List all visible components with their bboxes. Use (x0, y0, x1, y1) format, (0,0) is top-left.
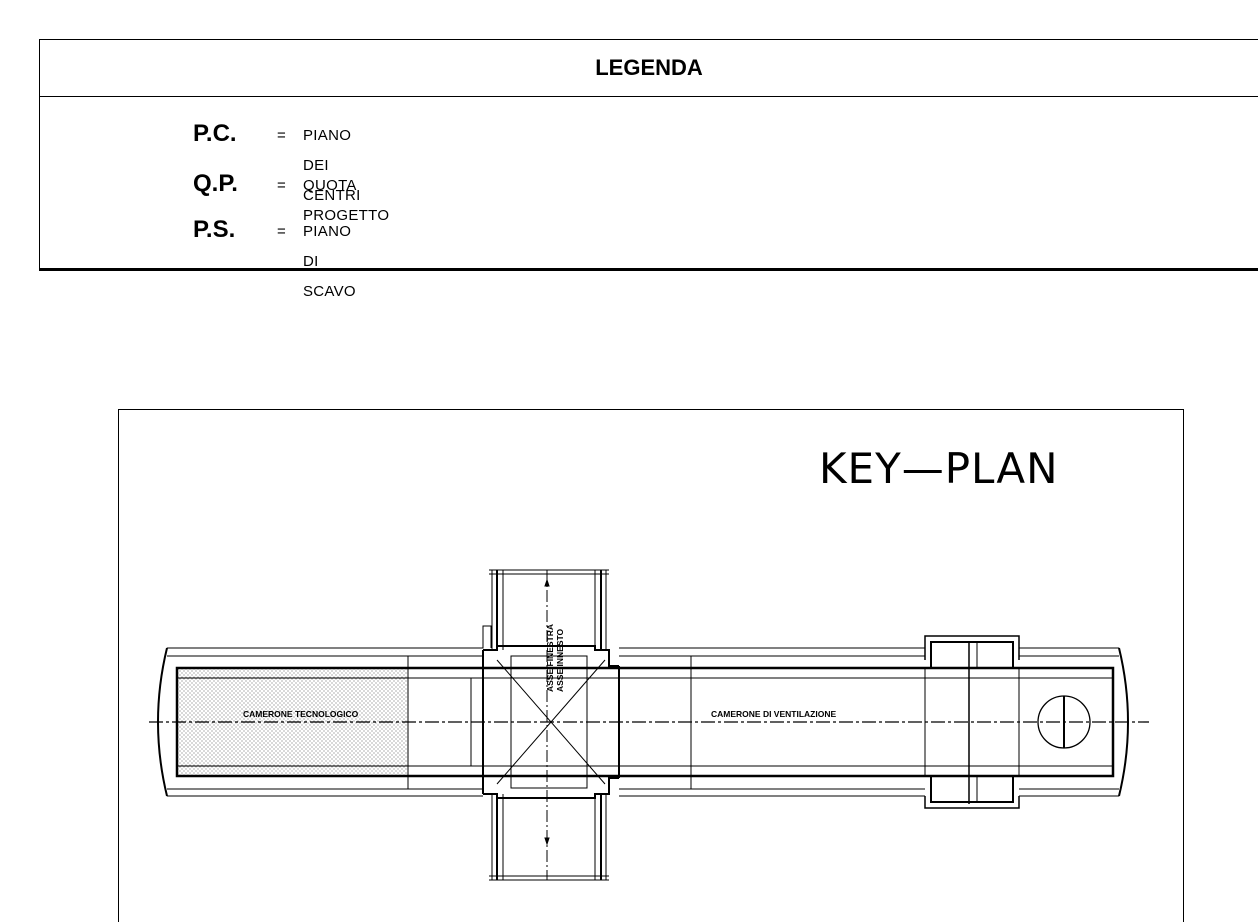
legend-equals: = (277, 177, 286, 194)
label-asse-innesto: ASSE INNESTO (555, 628, 565, 692)
legend-abbr: P.S. (193, 216, 236, 243)
legend-definition: PIANO DEI CENTRI (303, 127, 361, 204)
keyplan-frame: KEY—PLAN (118, 409, 1184, 922)
legend-definition: PIANO DI SCAVO (303, 223, 356, 300)
legend-title: LEGENDA (40, 40, 1258, 97)
label-asse-finestra: ASSE FINESTRA (545, 624, 555, 692)
label-camerone-ventilazione: CAMERONE DI VENTILAZIONE (711, 709, 836, 719)
legend-equals: = (277, 223, 286, 240)
label-camerone-tecnologico: CAMERONE TECNOLOGICO (243, 709, 359, 719)
legend-box: LEGENDA P.C. = PIANO DEI CENTRI Q.P. = Q… (39, 39, 1258, 300)
keyplan-drawing: CAMERONE TECNOLOGICO CAMERONE DI VENTILA… (149, 569, 1149, 881)
keyplan-title: KEY—PLAN (819, 444, 1059, 493)
legend-definition: QUOTA PROGETTO (303, 177, 390, 224)
legend-abbr: Q.P. (193, 170, 238, 197)
legend-abbr: P.C. (193, 120, 237, 147)
legend-equals: = (277, 127, 286, 144)
